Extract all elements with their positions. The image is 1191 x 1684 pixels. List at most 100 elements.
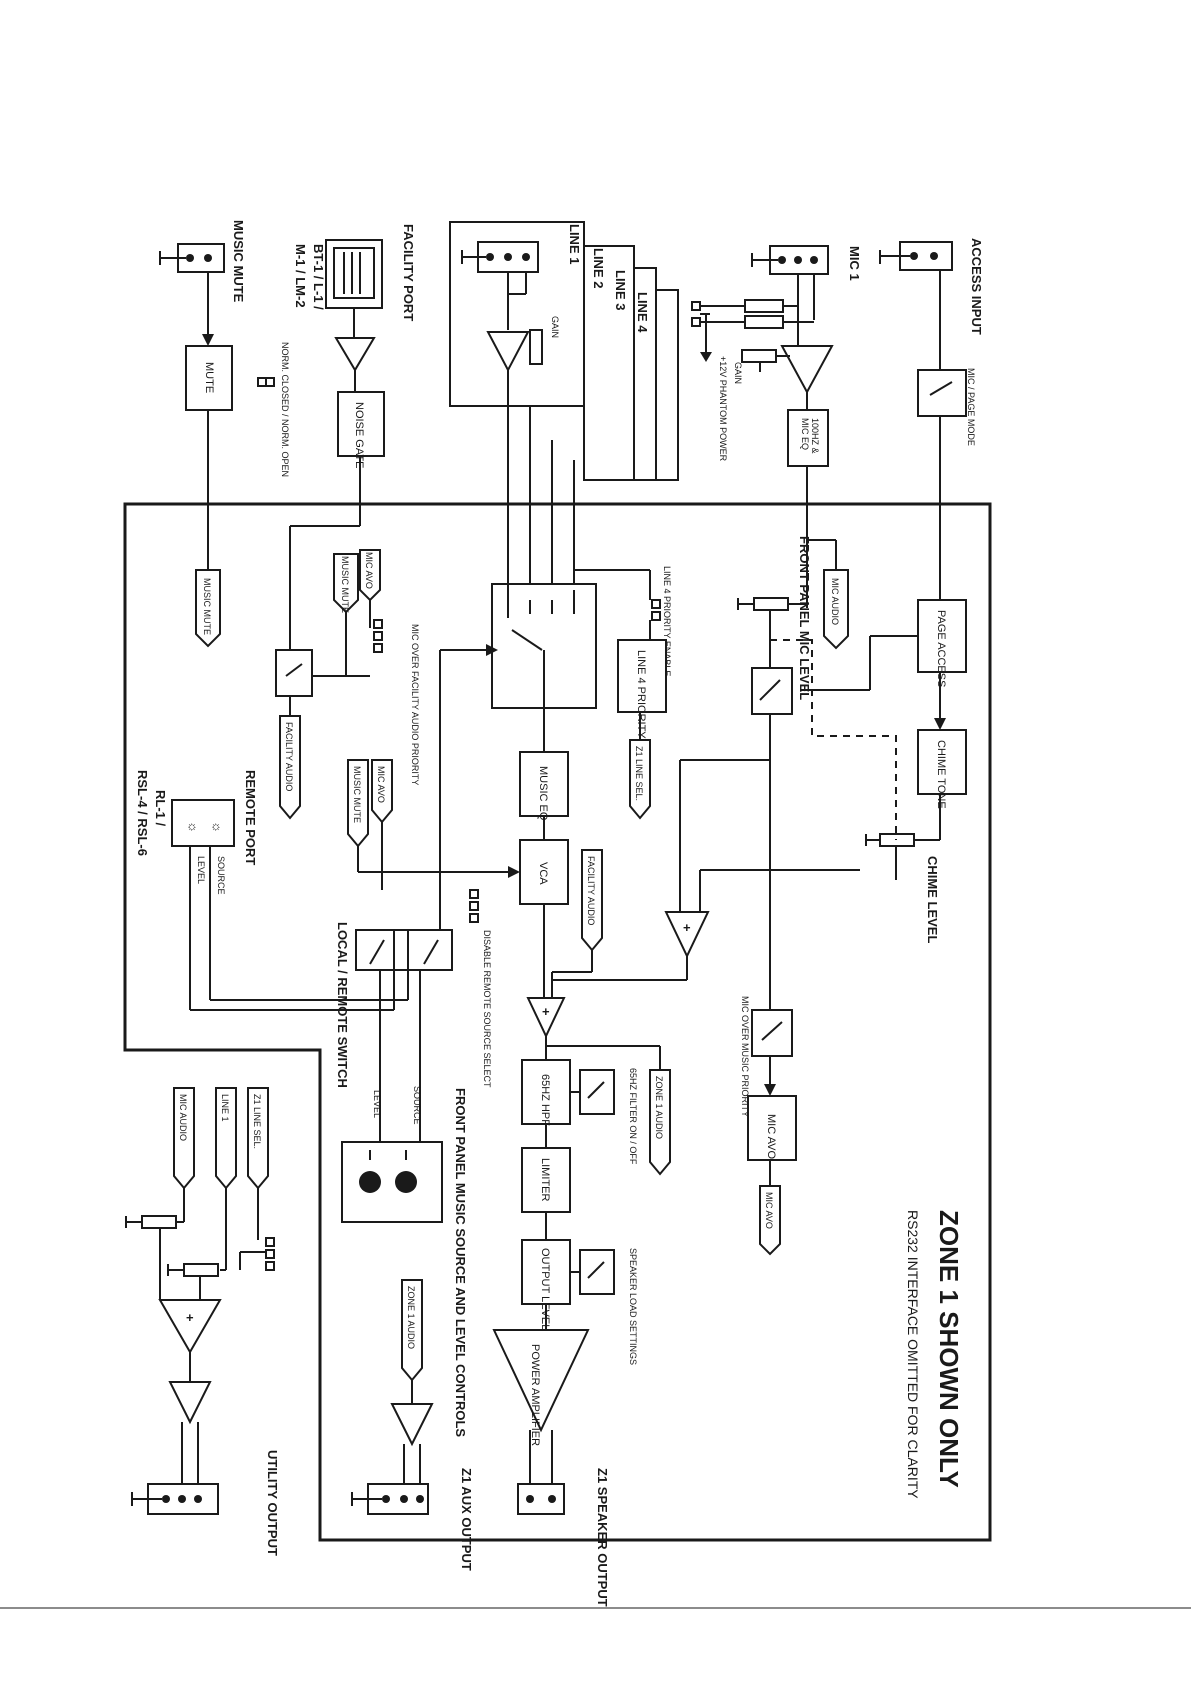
mic-gain-trim (741, 349, 777, 363)
chassis-outline (123, 502, 992, 1542)
front-panel-controls-section: SOURCE LEVEL FRONT PANEL MUSIC SOURCE AN… (341, 1086, 468, 1437)
mic-audio-tag-out-label: MIC AUDIO (830, 578, 840, 625)
music-mute-tag-out-label: MUSIC MUTE (202, 578, 212, 635)
access-input-section: ACCESS INPUT MIC / PAGE MODE (879, 238, 984, 600)
mic-level-section: MIC AUDIO FRONT PANEL MIC LEVEL MIC OVER… (737, 536, 897, 1256)
speaker-load-switch (579, 1249, 615, 1295)
facility-buffer (334, 337, 376, 372)
mic-audio-tag-out (823, 569, 849, 650)
limiter-block (521, 1147, 571, 1213)
utility-summer-plus: + (186, 1310, 194, 1325)
phantom-power-label: +12V PHANTOM POWER (718, 356, 728, 462)
line-gain-label: GAIN (550, 316, 560, 338)
remote-port-section: ☼ ☼ REMOTE PORT RL-1 / RSL-4 / RSL-6 SOU… (135, 770, 258, 895)
z1-line-sel-tag-out-label: Z1 LINE SEL. (634, 746, 644, 801)
music-mute-section: MUSIC MUTE MUTE NORM. CLOSED / NORM. OPE… (159, 220, 290, 648)
front-mic-level-pot (753, 597, 789, 611)
mic-eq-line1: 100HZ & (810, 418, 820, 454)
utility-mic-pot (141, 1215, 177, 1229)
zone1-audio-tag-out-label: ZONE 1 AUDIO (654, 1076, 664, 1139)
zone1-audio-tag-out (649, 1069, 671, 1176)
front-panel-knobs (341, 1141, 443, 1223)
mic-gain-label: GAIN (733, 362, 743, 384)
facility-port-section: FACILITY PORT BT-1 / L-1 / M-1 / LM-2 NO… (289, 224, 416, 650)
utility-buffer (168, 1381, 212, 1425)
disable-remote-label: DISABLE REMOTE SOURCE SELECT (482, 930, 492, 1088)
utility-line-pot (183, 1263, 219, 1277)
z1-line-sel-tag-in-label: Z1 LINE SEL. (252, 1094, 262, 1149)
page-access-label: PAGE ACCESS (935, 610, 947, 687)
line4-priority-label: LINE 4 PRIORITY (635, 650, 647, 739)
power-amp-label: POWER AMPLIFIER (529, 1344, 541, 1446)
z1-aux-section: ZONE 1 AUDIO Z1 AUX OUTPUT (351, 1279, 474, 1571)
local-remote-switch (355, 929, 453, 971)
music-mute-tag-a-label: MUSIC MUTE (340, 556, 350, 613)
facility-audio-tag-in (581, 849, 603, 952)
line-inputs-section: LINE 1 LINE 2 LINE 3 LINE 4 GAIN (449, 221, 679, 600)
utility-summer (158, 1299, 222, 1355)
mic-over-music-switch (751, 1009, 793, 1057)
rsl-models-label: RSL-4 / RSL-6 (135, 770, 150, 856)
line3-label: LINE 3 (613, 270, 628, 310)
mic-audio-tag-in (173, 1087, 195, 1190)
mute-label: MUTE (203, 362, 215, 393)
hpf-label: 65HZ HPF (539, 1074, 551, 1126)
music-summer (526, 997, 566, 1039)
mic-avo-tag-a-label: MIC AVO (364, 552, 374, 589)
remote-port-led-1: ☼ (186, 818, 198, 833)
access-input-label: ACCESS INPUT (969, 238, 984, 335)
mic-avo-tag-b-label: MIC AVO (376, 766, 386, 803)
mic1-section: MIC 1 +12V PHANTOM POWER GAIN 100HZ &MIC… (691, 245, 862, 608)
mic-avo-tag-a (359, 549, 381, 602)
bt-models-label: BT-1 / L-1 / (311, 244, 326, 310)
mic-audio-tag-in-label: MIC AUDIO (178, 1094, 188, 1141)
facility-audio-tag-in-label: FACILITY AUDIO (586, 856, 596, 925)
noise-gate-block (337, 391, 385, 457)
page-chime-section: PAGE ACCESS CHIME TONE CHIME LEVEL (800, 599, 967, 943)
power-amplifier (492, 1329, 590, 1433)
line-select-section: LINE 4 PRIORITY ENABLE LINE 4 PRIORITY Z… (440, 566, 672, 820)
music-mute-tag-a (333, 553, 359, 614)
page-priority-switch (751, 667, 793, 715)
noise-gate-label: NOISE GATE (353, 402, 365, 468)
mic-avo-tag-out (759, 1185, 781, 1256)
music-eq-block (519, 751, 569, 817)
mic-avo-block (747, 1095, 797, 1161)
utility-output-label: UTILITY OUTPUT (265, 1450, 280, 1556)
diagram-subtitle: RS232 INTERFACE OMITTED FOR CLARITY (905, 1210, 921, 1499)
z1-speaker-jack (517, 1483, 565, 1515)
vca-label: VCA (537, 862, 549, 885)
diagram-content: ZONE 1 SHOWN ONLY RS232 INTERFACE OMITTE… (125, 220, 984, 1607)
line4-label: LINE 4 (635, 292, 650, 333)
mic-eq-line2: MIC EQ (800, 418, 810, 450)
remote-source-label: SOURCE (216, 856, 226, 895)
music-summer-plus: + (542, 1004, 550, 1019)
music-mute-tag-b-label: MUSIC MUTE (352, 766, 362, 823)
chime-tone-label: CHIME TONE (935, 740, 947, 809)
mic1-label: MIC 1 (847, 246, 862, 281)
hpf-switch (579, 1069, 615, 1115)
output-level-label: OUTPUT LEVEL (539, 1248, 551, 1330)
rl-models-label: RL-1 / (153, 790, 168, 827)
line1-tag-in-label: LINE 1 (220, 1094, 230, 1122)
hpf-filter-label: 65HZ FILTER ON / OFF (628, 1068, 638, 1165)
zone1-audio-tag-in (401, 1279, 423, 1382)
mic-mix-section: + (552, 759, 860, 981)
mic-over-music-label: MIC OVER MUSIC PRIORITY (740, 996, 750, 1117)
line2-label: LINE 2 (591, 248, 606, 288)
z1-line-sel-tag-out (629, 739, 651, 820)
remote-level-label: LEVEL (196, 856, 206, 884)
mic-avo-tag-out-label: MIC AVO (764, 1192, 774, 1229)
mic-page-mode-switch (917, 369, 967, 417)
facility-audio-tag-out (279, 715, 301, 820)
facility-port-label: FACILITY PORT (401, 224, 416, 321)
music-mute-tag-b (347, 759, 369, 848)
line4-priority-block (617, 639, 667, 713)
speaker-load-label: SPEAKER LOAD SETTINGS (628, 1248, 638, 1365)
front-source-label: SOURCE (412, 1086, 422, 1125)
remote-port-jack (171, 799, 235, 847)
z1-line-sel-tag-in (247, 1087, 269, 1190)
mic-page-mode-label: MIC / PAGE MODE (966, 368, 976, 446)
line1-tag-in (215, 1087, 237, 1190)
